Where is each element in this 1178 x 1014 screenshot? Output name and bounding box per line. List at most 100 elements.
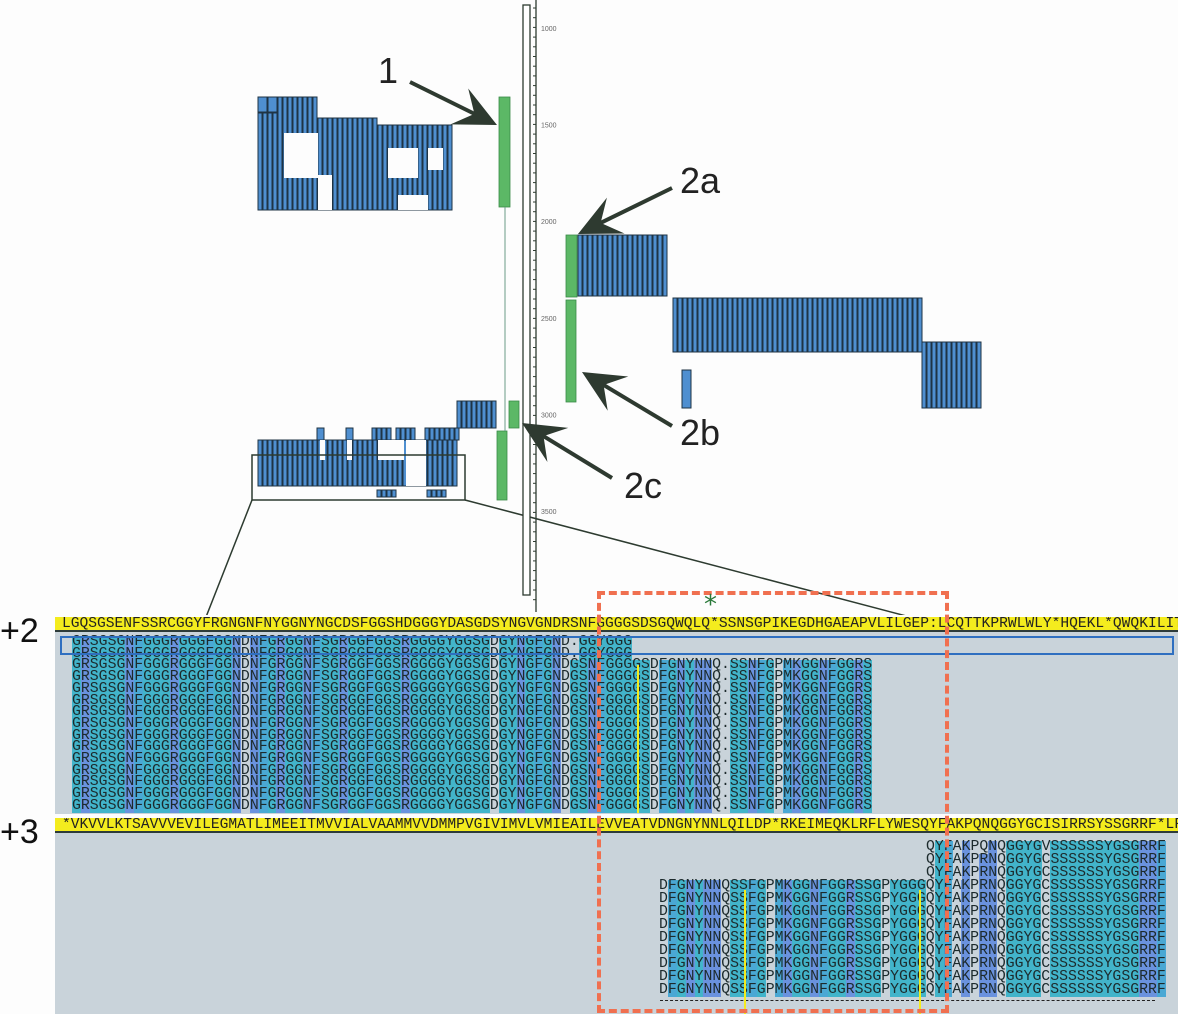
residue: G xyxy=(72,786,81,803)
residue: D xyxy=(489,762,499,779)
residue: G xyxy=(143,680,153,697)
residue: N xyxy=(125,751,135,767)
residue: G xyxy=(347,751,357,767)
residue: S xyxy=(1067,982,1077,998)
residue: Y xyxy=(507,762,517,779)
residue: A xyxy=(952,982,962,998)
residue: G xyxy=(1112,943,1122,959)
residue: G xyxy=(765,797,775,814)
residue: R xyxy=(80,680,90,697)
residue: G xyxy=(267,657,277,674)
residue: S xyxy=(854,956,864,972)
feature-block xyxy=(617,234,623,297)
feature-block xyxy=(372,439,378,487)
residue: S xyxy=(472,751,481,767)
residue: S xyxy=(578,762,588,779)
residue: G xyxy=(827,982,837,998)
residue: G xyxy=(418,739,428,756)
residue: S xyxy=(1068,839,1078,855)
feature-block xyxy=(431,489,437,498)
residue: R xyxy=(338,692,348,709)
residue: D xyxy=(560,762,570,779)
residue: G xyxy=(480,704,490,721)
residue: N xyxy=(125,762,135,779)
residue: R xyxy=(854,751,864,767)
residue: R xyxy=(854,727,864,744)
residue: S xyxy=(392,739,401,756)
residue: F xyxy=(258,727,268,744)
residue: G xyxy=(160,797,170,814)
residue: G xyxy=(356,797,366,814)
residue: G xyxy=(418,715,428,732)
residue: R xyxy=(1139,839,1149,855)
residue: R xyxy=(400,786,410,803)
residue: G xyxy=(916,891,926,907)
residue: R xyxy=(1147,904,1157,920)
residue: G xyxy=(667,774,677,791)
residue: S xyxy=(578,774,588,791)
residue: K xyxy=(783,943,793,959)
residue: N xyxy=(303,704,313,721)
feature-block xyxy=(732,297,738,353)
residue: G xyxy=(436,762,446,779)
residue: G xyxy=(152,774,161,791)
residue: G xyxy=(605,797,615,814)
residue: N xyxy=(587,762,597,779)
residue: D xyxy=(240,751,250,767)
residue: S xyxy=(107,657,117,674)
residue: Y xyxy=(685,774,695,791)
residue: G xyxy=(667,797,677,814)
residue: G xyxy=(809,715,819,732)
feature-block xyxy=(672,297,678,353)
residue: G xyxy=(196,680,206,697)
residue: N xyxy=(703,943,713,959)
residue: N xyxy=(712,982,722,998)
residue: G xyxy=(1130,904,1140,920)
feature-block xyxy=(647,234,653,297)
residue: N xyxy=(249,669,259,686)
residue: G xyxy=(872,956,882,972)
residue: G xyxy=(809,692,819,709)
residue: G xyxy=(1005,904,1015,920)
residue: D xyxy=(240,727,250,744)
residue: S xyxy=(89,669,99,686)
residue: G xyxy=(756,956,766,972)
residue: R xyxy=(400,680,410,697)
residue: G xyxy=(1130,982,1140,998)
residue: G xyxy=(809,751,819,767)
residue: F xyxy=(534,739,544,756)
residue: S xyxy=(1086,865,1095,881)
residue: Y xyxy=(685,727,695,744)
ruler-track xyxy=(522,4,531,596)
residue: G xyxy=(498,762,508,779)
residue: F xyxy=(756,797,766,814)
residue: F xyxy=(534,762,544,779)
residue: D xyxy=(489,739,499,756)
residue: S xyxy=(107,786,117,803)
residue: N xyxy=(552,657,561,674)
residue: N xyxy=(676,739,686,756)
residue: N xyxy=(703,762,713,779)
residue: F xyxy=(667,904,677,920)
dashed-divider xyxy=(660,1000,1155,1001)
residue: G xyxy=(152,704,161,721)
residue: N xyxy=(516,704,526,721)
residue: F xyxy=(819,917,828,933)
residue: Y xyxy=(1023,891,1033,907)
residue: N xyxy=(516,762,526,779)
residue: G xyxy=(187,657,197,674)
residue: G xyxy=(1112,904,1122,920)
residue: G xyxy=(1130,865,1140,881)
residue: G xyxy=(383,669,393,686)
gap xyxy=(398,195,428,210)
residue: G xyxy=(801,943,811,959)
residue: G xyxy=(623,797,633,814)
residue: R xyxy=(80,797,90,814)
residue: G xyxy=(454,774,464,791)
residue: F xyxy=(258,739,268,756)
residue: G xyxy=(525,657,535,674)
residue: K xyxy=(783,917,793,933)
residue: Y xyxy=(507,704,517,721)
residue: N xyxy=(125,692,135,709)
residue: G xyxy=(836,704,846,721)
